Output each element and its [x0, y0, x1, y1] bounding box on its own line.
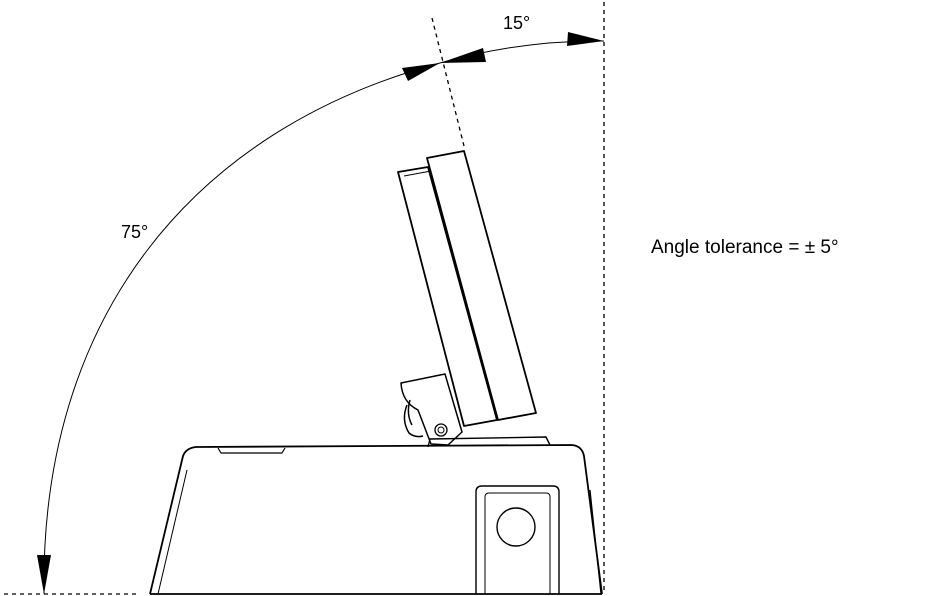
- connector-circle: [496, 507, 536, 547]
- hinge-pivot-outer: [434, 423, 448, 437]
- upper-arc-arrow-left: [440, 48, 486, 63]
- hinge-bracket: [400, 373, 463, 446]
- lower-angle-label: 75°: [121, 222, 148, 242]
- hinge-plate: [427, 436, 551, 448]
- connector-pocket: [475, 485, 560, 594]
- tilted-reference-line: [431, 17, 465, 147]
- lower-arc-arrow-top: [402, 63, 440, 81]
- lower-angle-arc: [43, 62, 441, 595]
- lower-arc-arrow-bottom: [37, 555, 51, 594]
- tolerance-note: Angle tolerance = ± 5°: [651, 237, 839, 258]
- hinge-pivot-inner: [437, 426, 445, 434]
- device-base: [149, 444, 603, 595]
- upper-arc-arrow-right: [567, 32, 604, 46]
- upper-angle-label: 15°: [503, 13, 530, 33]
- tilted-head-unit: [397, 150, 537, 427]
